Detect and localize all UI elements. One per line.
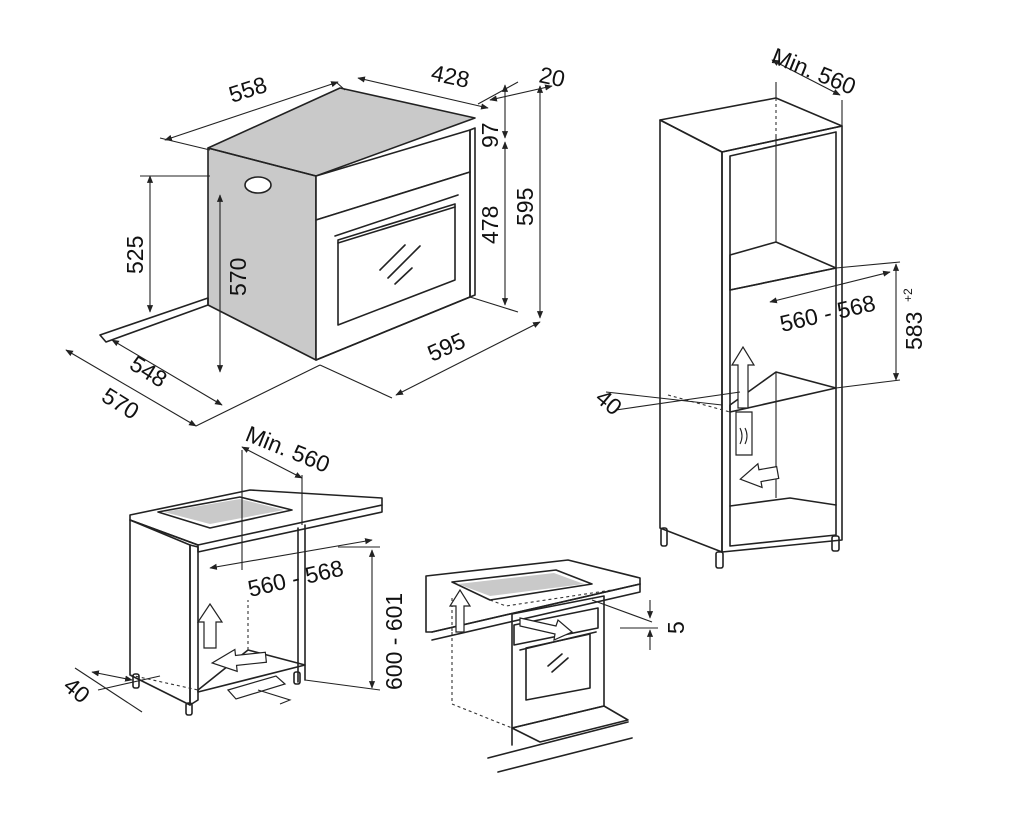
dim-door-thickness: 20 xyxy=(537,61,567,92)
oven-drawing xyxy=(99,87,476,361)
dim-oven-depth-top: 428 xyxy=(429,59,472,92)
oven-dimension-lines xyxy=(65,76,553,427)
oven-vent-hole xyxy=(244,176,272,194)
dim-inner-height: 570 xyxy=(225,258,251,296)
tall-cabinet-dimension-labels: Min. 560 560 - 568 583 +2 40 xyxy=(591,43,927,421)
dim-side-height: 525 xyxy=(122,236,148,274)
dim-base-niche-height: 600 - 601 xyxy=(381,593,407,690)
dim-total-height: 595 xyxy=(512,188,538,226)
dim-front-width: 595 xyxy=(423,327,469,366)
dim-depth-570: 570 xyxy=(97,382,143,424)
dim-tall-min-width: Min. 560 xyxy=(768,43,860,100)
dim-depth-548: 548 xyxy=(125,350,171,392)
dim-oven-width-top: 558 xyxy=(226,71,271,108)
dim-cavity-height: 478 xyxy=(477,206,503,244)
tall-cabinet-dimension-lines xyxy=(605,59,901,411)
hob-section-dimension-labels: 5 xyxy=(663,621,689,634)
dim-base-min-width: Min. 560 xyxy=(242,421,334,478)
dim-hob-gap: 5 xyxy=(663,621,689,634)
base-cabinet-drawing xyxy=(129,489,383,716)
hob-oven-section-drawing xyxy=(425,559,641,773)
dim-tall-gap: 40 xyxy=(591,384,627,420)
hob-section-dimension-lines xyxy=(591,599,658,650)
dim-base-niche-width: 560 - 568 xyxy=(245,555,346,602)
base-cabinet-dimension-lines xyxy=(74,446,381,713)
dim-tall-niche-height-tolerance: +2 xyxy=(901,288,915,302)
tall-cabinet-drawing xyxy=(659,97,843,569)
dim-panel-height: 97 xyxy=(477,122,503,148)
dim-tall-niche-height: 583 xyxy=(901,312,927,350)
